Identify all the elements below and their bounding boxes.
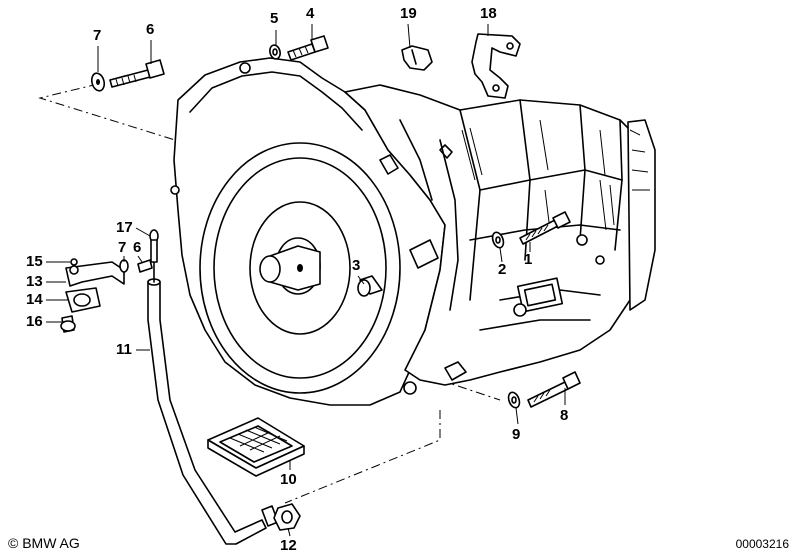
part-14-clamp [65, 287, 101, 313]
part-8-bolt [527, 371, 581, 408]
callout-9: 9 [512, 426, 521, 443]
callout-10: 10 [280, 471, 297, 488]
drawing-number: 00003216 [735, 537, 789, 551]
part-9-washer [507, 391, 521, 409]
callout-16: 16 [26, 313, 43, 330]
callout-6-lower: 6 [133, 239, 142, 256]
callout-12: 12 [280, 537, 297, 554]
callout-3: 3 [352, 257, 361, 274]
part-13-bracket [65, 261, 125, 287]
brand-copyright: © BMW AG [8, 535, 80, 551]
drain-plug [444, 361, 467, 381]
callout-13: 13 [26, 273, 43, 290]
callout-5: 5 [270, 10, 279, 27]
callout-19: 19 [400, 5, 417, 22]
part-11-filler-tube [147, 229, 267, 545]
callout-17: 17 [116, 219, 133, 236]
part-2-washer [491, 231, 505, 249]
part-5-washer [269, 44, 281, 60]
part-15-screw [70, 258, 78, 266]
callout-11: 11 [116, 341, 132, 358]
part-6-small-bolt [137, 259, 153, 273]
callout-2: 2 [498, 261, 507, 278]
part-12-nut [261, 503, 301, 531]
part-1-bolt [519, 211, 571, 245]
callout-18: 18 [480, 5, 497, 22]
callout-14: 14 [26, 291, 43, 308]
callout-6: 6 [146, 21, 155, 38]
callout-4: 4 [306, 5, 315, 22]
torque-converter [199, 142, 401, 394]
part-19-clip [401, 45, 433, 71]
part-10-oil-strainer [207, 417, 305, 477]
callout-7-lower: 7 [118, 239, 127, 256]
callout-7: 7 [93, 27, 102, 44]
callout-8: 8 [560, 407, 569, 424]
callout-15: 15 [26, 253, 43, 270]
part-16-bolt [60, 315, 76, 333]
callout-1: 1 [524, 251, 533, 268]
part-6-bolt [109, 59, 165, 88]
leader-lines [46, 23, 566, 537]
part-3-bushing [357, 275, 383, 297]
part-4-bolt [287, 35, 329, 61]
part-7-washer [90, 72, 106, 92]
part-18-bracket [471, 33, 521, 99]
